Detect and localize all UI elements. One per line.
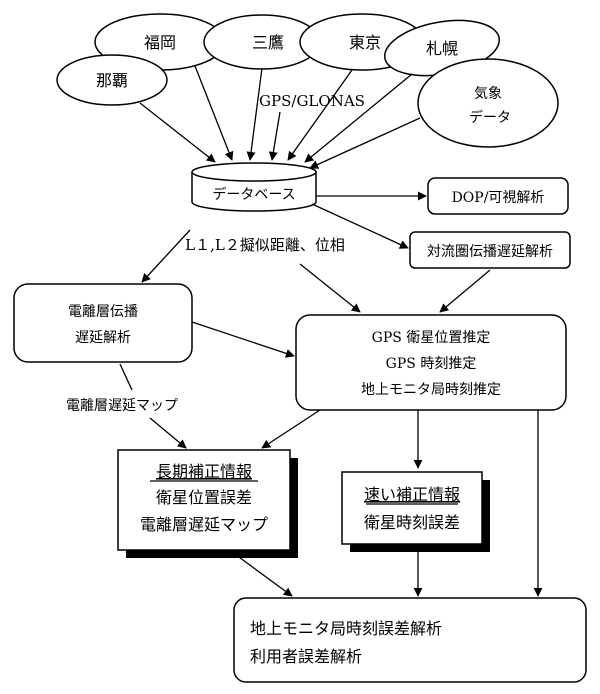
weather-ellipse [417,58,559,148]
tropo-label: 対流圏伝播遅延解析 [427,244,553,260]
iono-box [13,283,193,363]
estimation-label-line1: GPS 衛星位置推定 [372,330,491,346]
source-label-fukuoka: 福岡 [144,33,176,52]
arrow-naha-db [139,102,216,163]
arrow-tropo-estimation [439,269,491,313]
weather-label-line2: データ [469,109,511,126]
arrow-tokyo-db [287,69,353,161]
tropo-box [409,231,571,269]
longterm-box [117,449,291,551]
iono-label-line2: 遅延解析 [75,330,131,346]
longterm-title: 長期補正情報 [156,462,252,481]
estimation-label-line3: 地上モニタ局時刻推定 [361,382,501,398]
arrow-weather-db [309,117,421,169]
arrow-mitaka-db [246,67,263,161]
dop-label: DOP/可視解析 [452,190,545,206]
source-label-mitaka: 三鷹 [252,33,284,52]
iono-label-line1: 電離層伝播 [68,303,138,320]
fast-box [341,471,483,545]
fast-line1: 衛星時刻誤差 [364,513,460,532]
line-iono-map [119,363,133,391]
final-box [233,597,587,683]
source-ellipse-naha [56,54,168,106]
arrow-db-iono [141,229,191,283]
gps-glonas-label: GPS/GLONAS [259,92,365,110]
longterm-line1: 衛星位置誤差 [156,488,252,507]
estimation-label-line2: GPS 時刻推定 [386,356,477,372]
dop-box [427,177,569,215]
estimation-box [295,314,567,411]
arrow-gps-db [268,111,281,161]
database-cylinder [191,162,317,212]
source-label-sapporo: 札幌 [426,39,458,58]
source-label-tokyo: 東京 [349,33,381,52]
database-label: データベース [212,186,295,203]
longterm-line2: 電離層遅延マップ [140,515,268,534]
weather-label-line1: 気象 [474,86,502,102]
source-label-naha: 那覇 [96,71,128,90]
arrow-ionomap-longterm [149,417,187,449]
arrow-db-estimation [299,263,361,313]
arrow-fukuoka-db [194,65,234,161]
final-line1: 地上モニタ局時刻誤差解析 [250,619,442,638]
arrow-sapporo-db [304,73,413,163]
iono-map-label: 電離層遅延マップ [66,397,178,414]
arrow-estimation-longterm [261,409,321,449]
final-line2: 利用者誤差解析 [250,647,362,666]
fast-title: 速い補正情報 [364,485,460,504]
arrow-iono-estimation [191,321,295,358]
arrow-db-tropo [311,203,409,249]
observables-label: L１,L２擬似距離、位相 [185,236,345,254]
arrow-longterm-final [231,551,293,597]
